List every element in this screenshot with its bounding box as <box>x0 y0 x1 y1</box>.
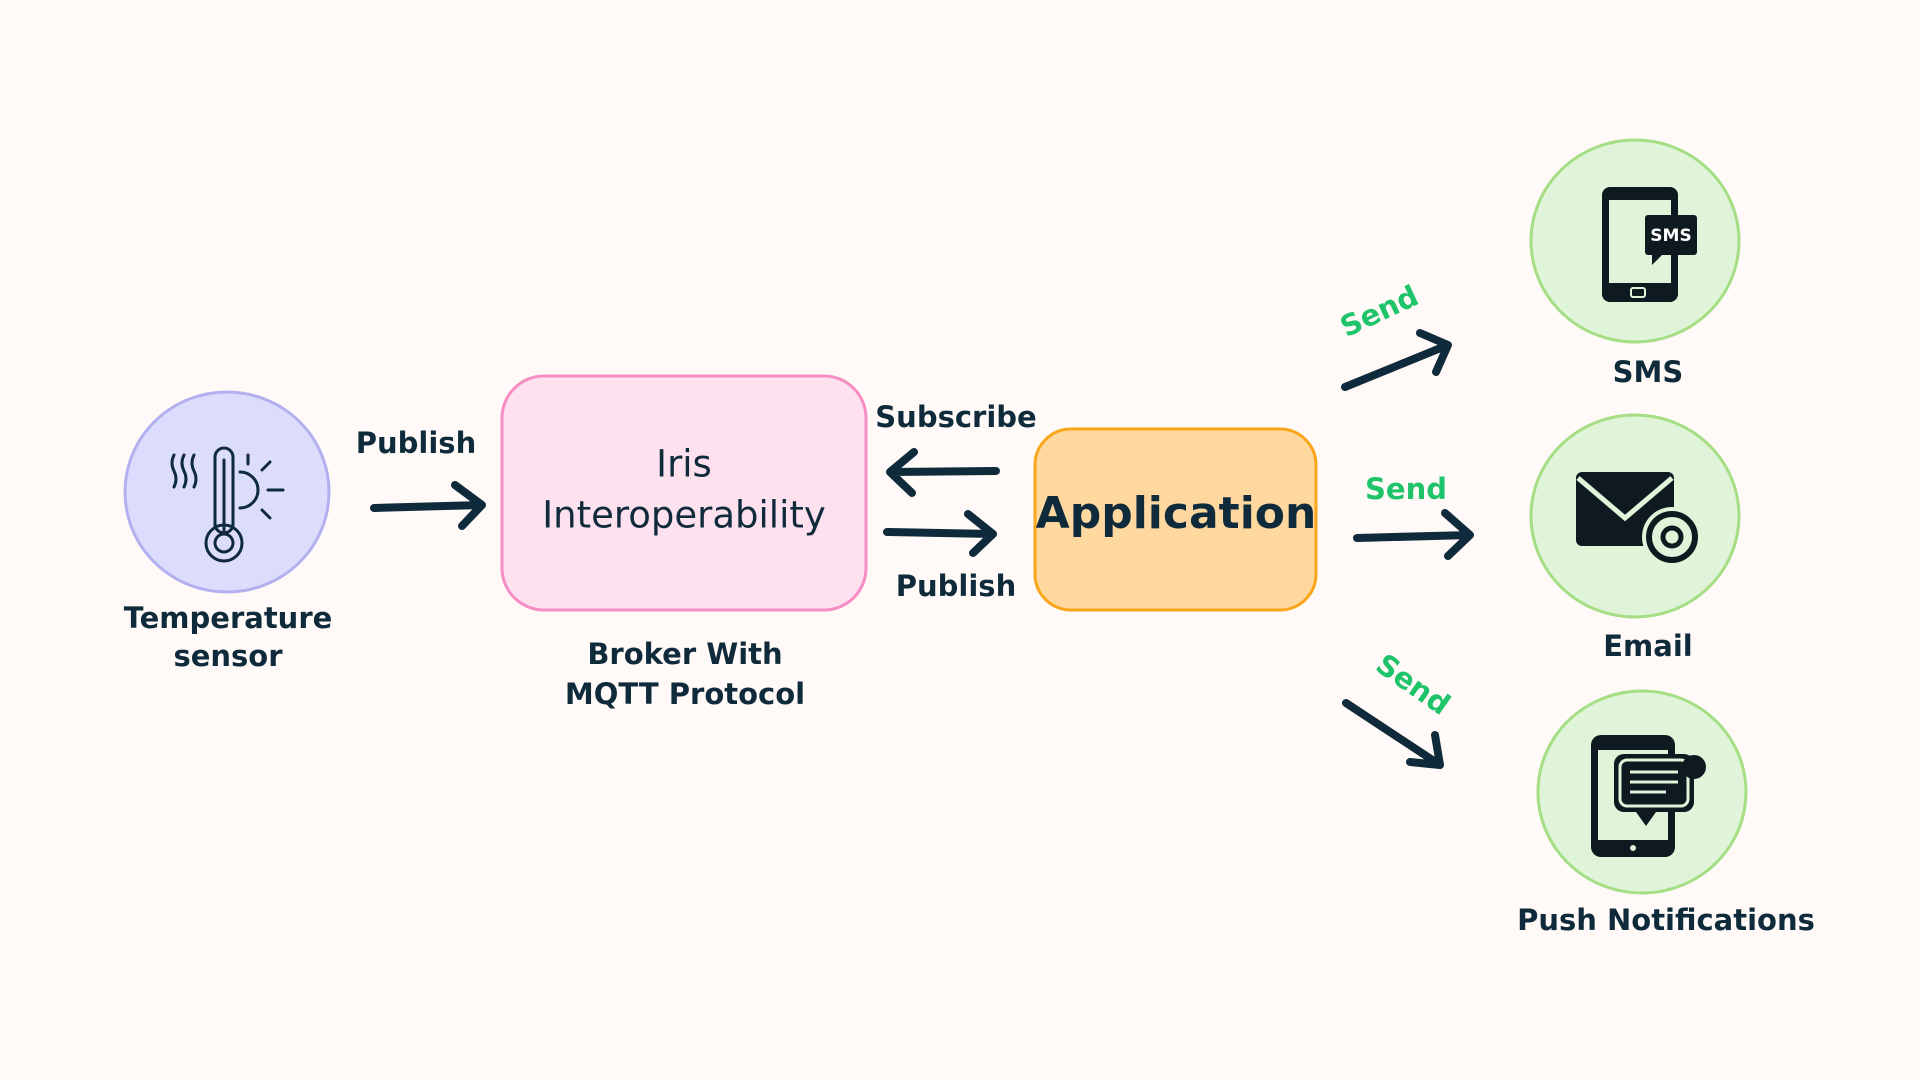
edge-label-publish-app: Publish <box>896 569 1016 603</box>
edge-label-send-push: Send <box>1370 647 1457 722</box>
application-title: Application <box>1036 488 1317 539</box>
broker-node: Iris Interoperability Broker With MQTT P… <box>500 374 868 711</box>
push-notifications-node: Push Notifications <box>1517 689 1815 937</box>
arrow-send-email <box>1353 509 1474 560</box>
broker-caption-line2: MQTT Protocol <box>565 677 805 711</box>
broker-caption-line1: Broker With <box>587 637 782 671</box>
arrow-broker-to-app-publish <box>883 510 997 557</box>
push-label: Push Notifications <box>1517 903 1815 937</box>
broker-title-line1: Iris <box>656 443 712 486</box>
edge-label-subscribe: Subscribe <box>875 400 1036 434</box>
thermometer-sun-icon <box>170 446 285 563</box>
arrow-app-to-broker-subscribe <box>886 448 1000 497</box>
envelope-at-icon <box>1576 472 1702 567</box>
arrow-sensor-to-broker <box>370 481 486 530</box>
sms-node: SMS SMS <box>1529 138 1741 389</box>
edge-label-send-email: Send <box>1365 472 1447 506</box>
phone-notification-icon <box>1591 735 1706 857</box>
arrow-send-push <box>1342 699 1444 769</box>
sms-badge-text: SMS <box>1650 226 1691 246</box>
email-node: Email <box>1529 413 1741 663</box>
arrow-send-sms <box>1341 329 1452 391</box>
edge-label-send-sms: Send <box>1335 278 1424 343</box>
sensor-label-line2: sensor <box>173 639 283 673</box>
temperature-sensor-node: Temperature sensor <box>123 390 333 673</box>
sensor-label-line1: Temperature <box>124 601 333 635</box>
broker-title-line2: Interoperability <box>542 494 826 537</box>
phone-sms-icon: SMS <box>1602 187 1697 302</box>
sms-label: SMS <box>1613 355 1684 389</box>
email-label: Email <box>1603 629 1692 663</box>
edge-label-publish-sensor: Publish <box>356 426 476 460</box>
application-node: Application <box>1033 427 1318 612</box>
